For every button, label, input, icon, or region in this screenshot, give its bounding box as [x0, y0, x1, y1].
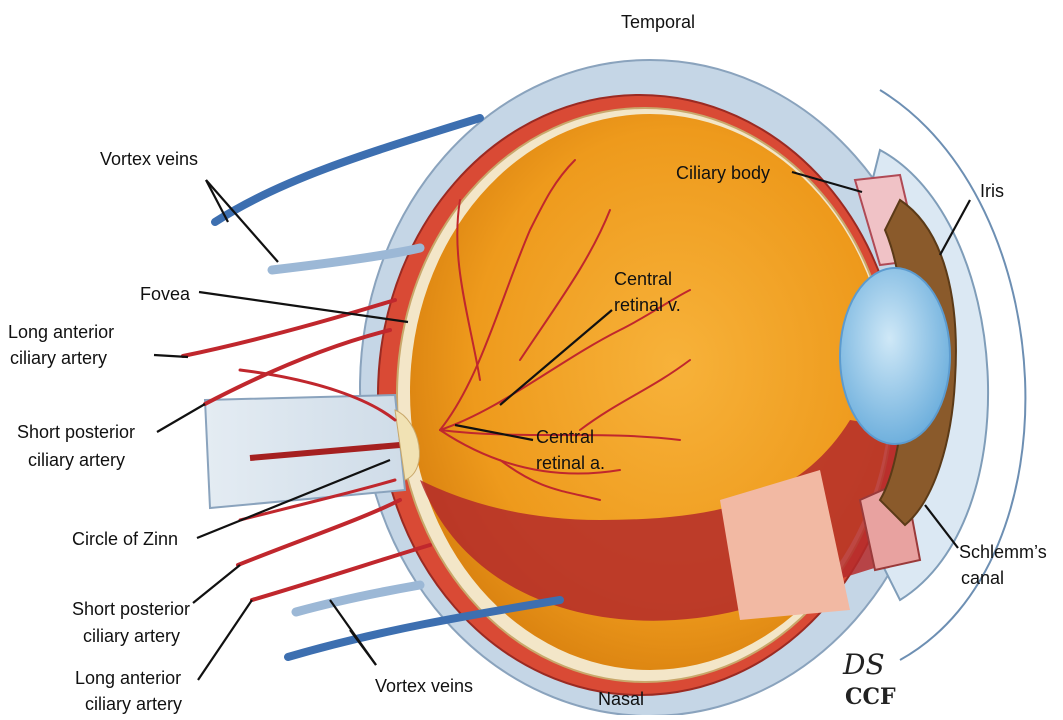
central-retinal-a-label-2: retinal a.	[536, 452, 605, 474]
signature-initials: DS	[843, 648, 885, 681]
schlemms-canal-label-1: Schlemm’s	[959, 541, 1047, 563]
central-retinal-a-label-1: Central	[536, 426, 594, 448]
short-posterior-top-label-1: Short posterior	[17, 421, 135, 443]
central-retinal-v-label-1: Central	[614, 268, 672, 290]
nasal-label: Nasal	[598, 688, 644, 710]
central-retinal-v-label-2: retinal v.	[614, 294, 681, 316]
schlemms-canal-label-2: canal	[961, 567, 1004, 589]
short-posterior-bottom-label-2: ciliary artery	[83, 625, 180, 647]
short-posterior-bottom-label-1: Short posterior	[72, 598, 190, 620]
short-posterior-top-label-2: ciliary artery	[28, 449, 125, 471]
long-anterior-bottom-label-2: ciliary artery	[85, 693, 182, 715]
long-anterior-bottom-label-1: Long anterior	[75, 667, 181, 689]
ciliary-body-label: Ciliary body	[676, 162, 770, 184]
temporal-label: Temporal	[621, 11, 695, 33]
lens	[840, 268, 950, 444]
fovea-label: Fovea	[140, 283, 190, 305]
vortex-veins-bottom-label: Vortex veins	[375, 675, 473, 697]
vortex-veins-top-label: Vortex veins	[100, 148, 198, 170]
long-anterior-top-label-2: ciliary artery	[10, 347, 107, 369]
iris-label: Iris	[980, 180, 1004, 202]
circle-of-zinn-label: Circle of Zinn	[72, 528, 178, 550]
long-anterior-top-label-1: Long anterior	[8, 321, 114, 343]
signature-org: CCF	[845, 684, 896, 710]
